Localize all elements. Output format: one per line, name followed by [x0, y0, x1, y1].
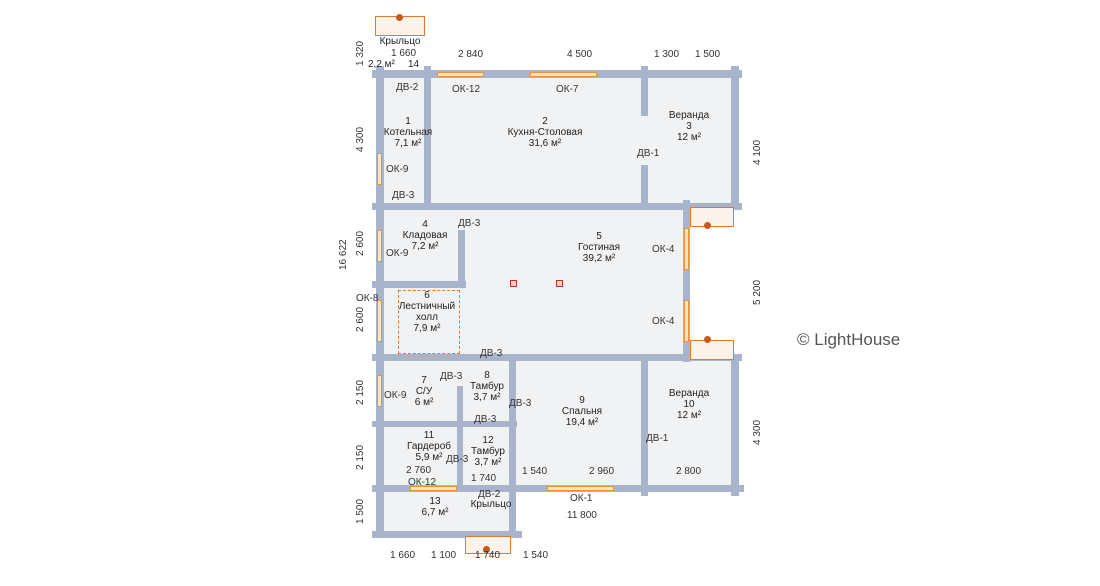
mark: ОК-12: [452, 84, 481, 95]
floor: [380, 488, 512, 534]
porch-steps: [690, 340, 734, 360]
window: [377, 300, 382, 342]
porch-steps: [690, 207, 734, 227]
dim: 5 200: [752, 279, 763, 305]
porch-light: [396, 14, 403, 21]
dim: 1 660: [391, 48, 417, 59]
dim: 4 500: [567, 49, 593, 60]
mark: ДВ-3: [480, 348, 503, 359]
window: [684, 228, 689, 270]
dim: 2 800: [676, 466, 702, 477]
dim-total: 11 800: [567, 510, 597, 521]
mark: ОК-9: [386, 164, 409, 175]
room-14-num: 14: [408, 59, 420, 70]
dim: 2 840: [458, 49, 484, 60]
dim: 2 960: [589, 466, 615, 477]
mark: ДВ-2: [478, 489, 501, 500]
mark: ДВ-1: [637, 148, 660, 159]
window: [437, 72, 484, 77]
dim: 2 600: [355, 306, 366, 332]
dim: 1 740: [475, 550, 501, 561]
staircase: [398, 290, 460, 354]
dim: 1 540: [522, 466, 548, 477]
mark: ОК-9: [384, 390, 407, 401]
column: [510, 280, 517, 287]
mark: ДВ-3: [509, 398, 532, 409]
mark: ДВ-3: [474, 414, 497, 425]
dim: 4 300: [752, 419, 763, 445]
room-13-name: Крыльцо: [470, 499, 512, 510]
mark: ОК-4: [652, 244, 675, 255]
mark: ОК-1: [570, 493, 593, 504]
mark: ДВ-3: [458, 218, 481, 229]
porch-steps: [465, 536, 511, 554]
mark: ОК-9: [386, 248, 409, 259]
dim: 4 100: [752, 139, 763, 165]
mark: ОК-7: [556, 84, 579, 95]
mark: ДВ-1: [646, 433, 669, 444]
window: [547, 486, 614, 491]
window: [377, 153, 382, 185]
porch-light: [483, 546, 490, 553]
dim-total: 16 622: [338, 239, 349, 270]
window: [377, 230, 382, 262]
window: [377, 375, 382, 407]
dim: 1 300: [654, 49, 680, 60]
mark: ОК-4: [652, 316, 675, 327]
dim: 1 500: [695, 49, 721, 60]
mark: ДВ-3: [446, 454, 469, 465]
mark: ОК-8: [356, 293, 379, 304]
mark: ОК-12: [408, 477, 437, 488]
dim: 1 540: [523, 550, 549, 561]
room-14-name: Крыльцо: [379, 36, 421, 47]
window: [530, 72, 597, 77]
dim: 2 150: [355, 444, 366, 470]
window: [684, 300, 689, 342]
dim: 1 740: [471, 473, 497, 484]
dim: 4 300: [355, 126, 366, 152]
room-14-area: 2,2 м²: [368, 59, 395, 70]
mark: ДВ-3: [440, 371, 463, 382]
mark: ДВ-2: [396, 82, 419, 93]
porch-light: [704, 336, 711, 343]
dim: 2 150: [355, 379, 366, 405]
dim: 1 100: [431, 550, 457, 561]
window: [410, 486, 457, 491]
dim: 1 320: [355, 40, 366, 66]
dim: 1 500: [355, 498, 366, 524]
mark: ДВ-3: [392, 190, 415, 201]
dim: 2 600: [355, 230, 366, 256]
dim: 2 760: [406, 465, 432, 476]
outside-area: [690, 210, 738, 357]
watermark-logo: © LightHouse: [797, 330, 901, 349]
porch-light: [704, 222, 711, 229]
dim: 1 660: [390, 550, 416, 561]
column: [556, 280, 563, 287]
